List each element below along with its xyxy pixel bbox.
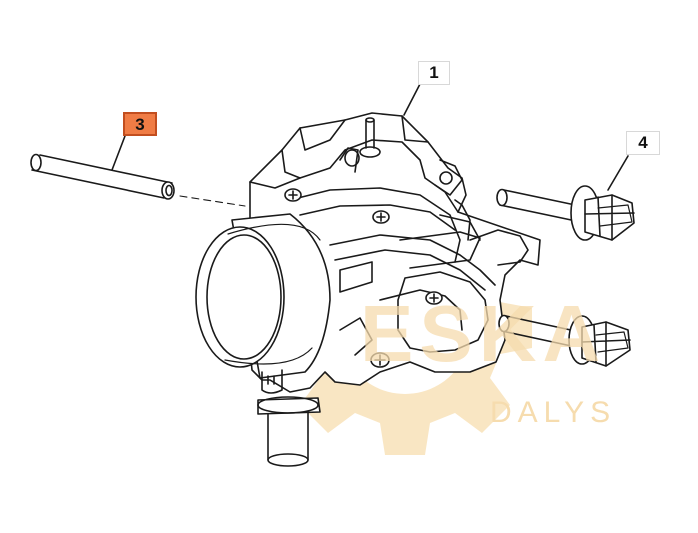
callout-4: 4: [626, 131, 660, 155]
fuel-pump-assembly: [195, 112, 541, 467]
bolt-part-lower: [498, 314, 631, 367]
leader-line-4: [607, 155, 629, 191]
callout-3: 3: [123, 112, 157, 136]
leader-line-3: [111, 135, 126, 171]
bolt-part-upper: [496, 185, 635, 241]
pin-part: [30, 153, 246, 207]
leader-line-1: [403, 83, 421, 116]
callout-1: 1: [418, 61, 450, 85]
watermark-brand: ESKA: [360, 289, 607, 378]
watermark-subtitle: DALYS: [490, 396, 617, 429]
